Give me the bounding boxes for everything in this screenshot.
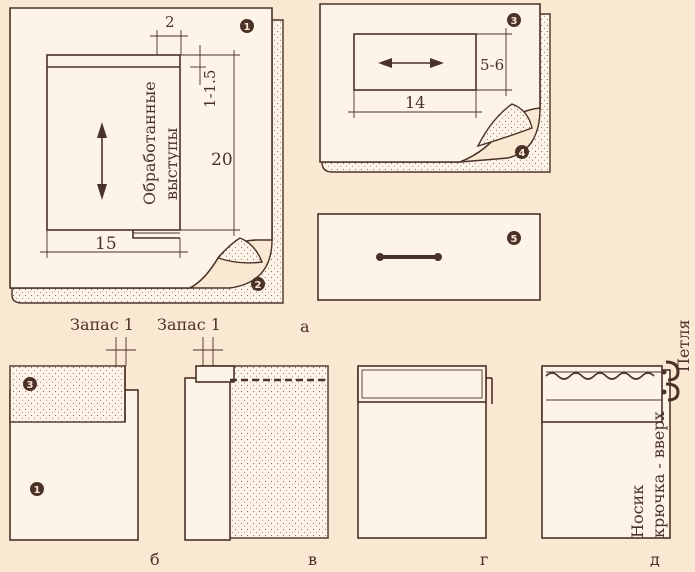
step-v: Запас 1 в: [157, 315, 329, 569]
marker-1-top: 1: [240, 19, 254, 33]
dim-14: 14: [405, 93, 425, 112]
svg-text:1: 1: [244, 22, 251, 33]
dim-5-6: 5-6: [480, 56, 504, 74]
svg-text:2: 2: [255, 280, 262, 291]
svg-text:4: 4: [519, 148, 526, 159]
dim-2: 2: [165, 13, 175, 31]
panel-fabric-main: Обработанные выступы 2 1-1.5 20 15 1 2: [9, 7, 284, 304]
strip-corner-fold: [476, 103, 533, 148]
allowance-label-a: Запас 1: [70, 315, 134, 334]
svg-text:5: 5: [511, 234, 518, 245]
panel-slot: 5: [317, 213, 541, 301]
figure-letter-b: б: [150, 550, 160, 569]
fabric-corner-fold: [216, 237, 263, 264]
label-loop: Петля: [674, 319, 693, 372]
stitch-overcast-d: [545, 372, 655, 380]
svg-text:3: 3: [27, 380, 34, 391]
dim-15: 15: [95, 234, 117, 254]
strip-window: [353, 33, 477, 91]
svg-text:1: 1: [34, 485, 41, 496]
marker-1-b: 1: [30, 482, 44, 496]
inner-piece: [46, 54, 181, 231]
fabric-layer-2: [11, 19, 284, 304]
strip-folded-g: [357, 365, 487, 403]
figure-letter-d: д: [650, 550, 660, 569]
base-piece-v: [184, 377, 231, 541]
label-processed-edges-2: выступы: [162, 127, 181, 200]
figure-letter-v: в: [308, 550, 317, 569]
hook-loop: [661, 360, 680, 402]
base-top-v: [195, 365, 235, 383]
label-hook-up-2: крючка - вверх: [649, 411, 668, 538]
marker-3-top: 3: [507, 13, 521, 27]
grain-arrow-vertical: [97, 122, 107, 200]
marker-4: 4: [515, 145, 529, 159]
figure-letter-g: г: [480, 550, 488, 569]
step-d: Петля Носик крючка - вверх д: [541, 319, 693, 569]
figure-letter-a: а: [300, 317, 310, 336]
marker-3-b: 3: [23, 377, 37, 391]
label-processed-edges-1: Обработанные: [140, 81, 159, 205]
grain-arrow-horizontal: [378, 58, 444, 68]
step-g: г: [357, 365, 493, 569]
label-hook-up-1: Носик: [628, 485, 647, 538]
dim-1-1-5: 1-1.5: [201, 70, 219, 108]
marker-5: 5: [507, 231, 521, 245]
dim-20: 20: [211, 150, 233, 170]
strip-piece-b: [9, 365, 126, 423]
marker-2: 2: [251, 277, 265, 291]
svg-text:3: 3: [511, 16, 518, 27]
allowance-label-b: Запас 1: [157, 315, 221, 334]
step-b: Запас 1 3 1 б: [9, 315, 160, 569]
panel-strip: 5-6 14 3 4: [319, 3, 551, 173]
